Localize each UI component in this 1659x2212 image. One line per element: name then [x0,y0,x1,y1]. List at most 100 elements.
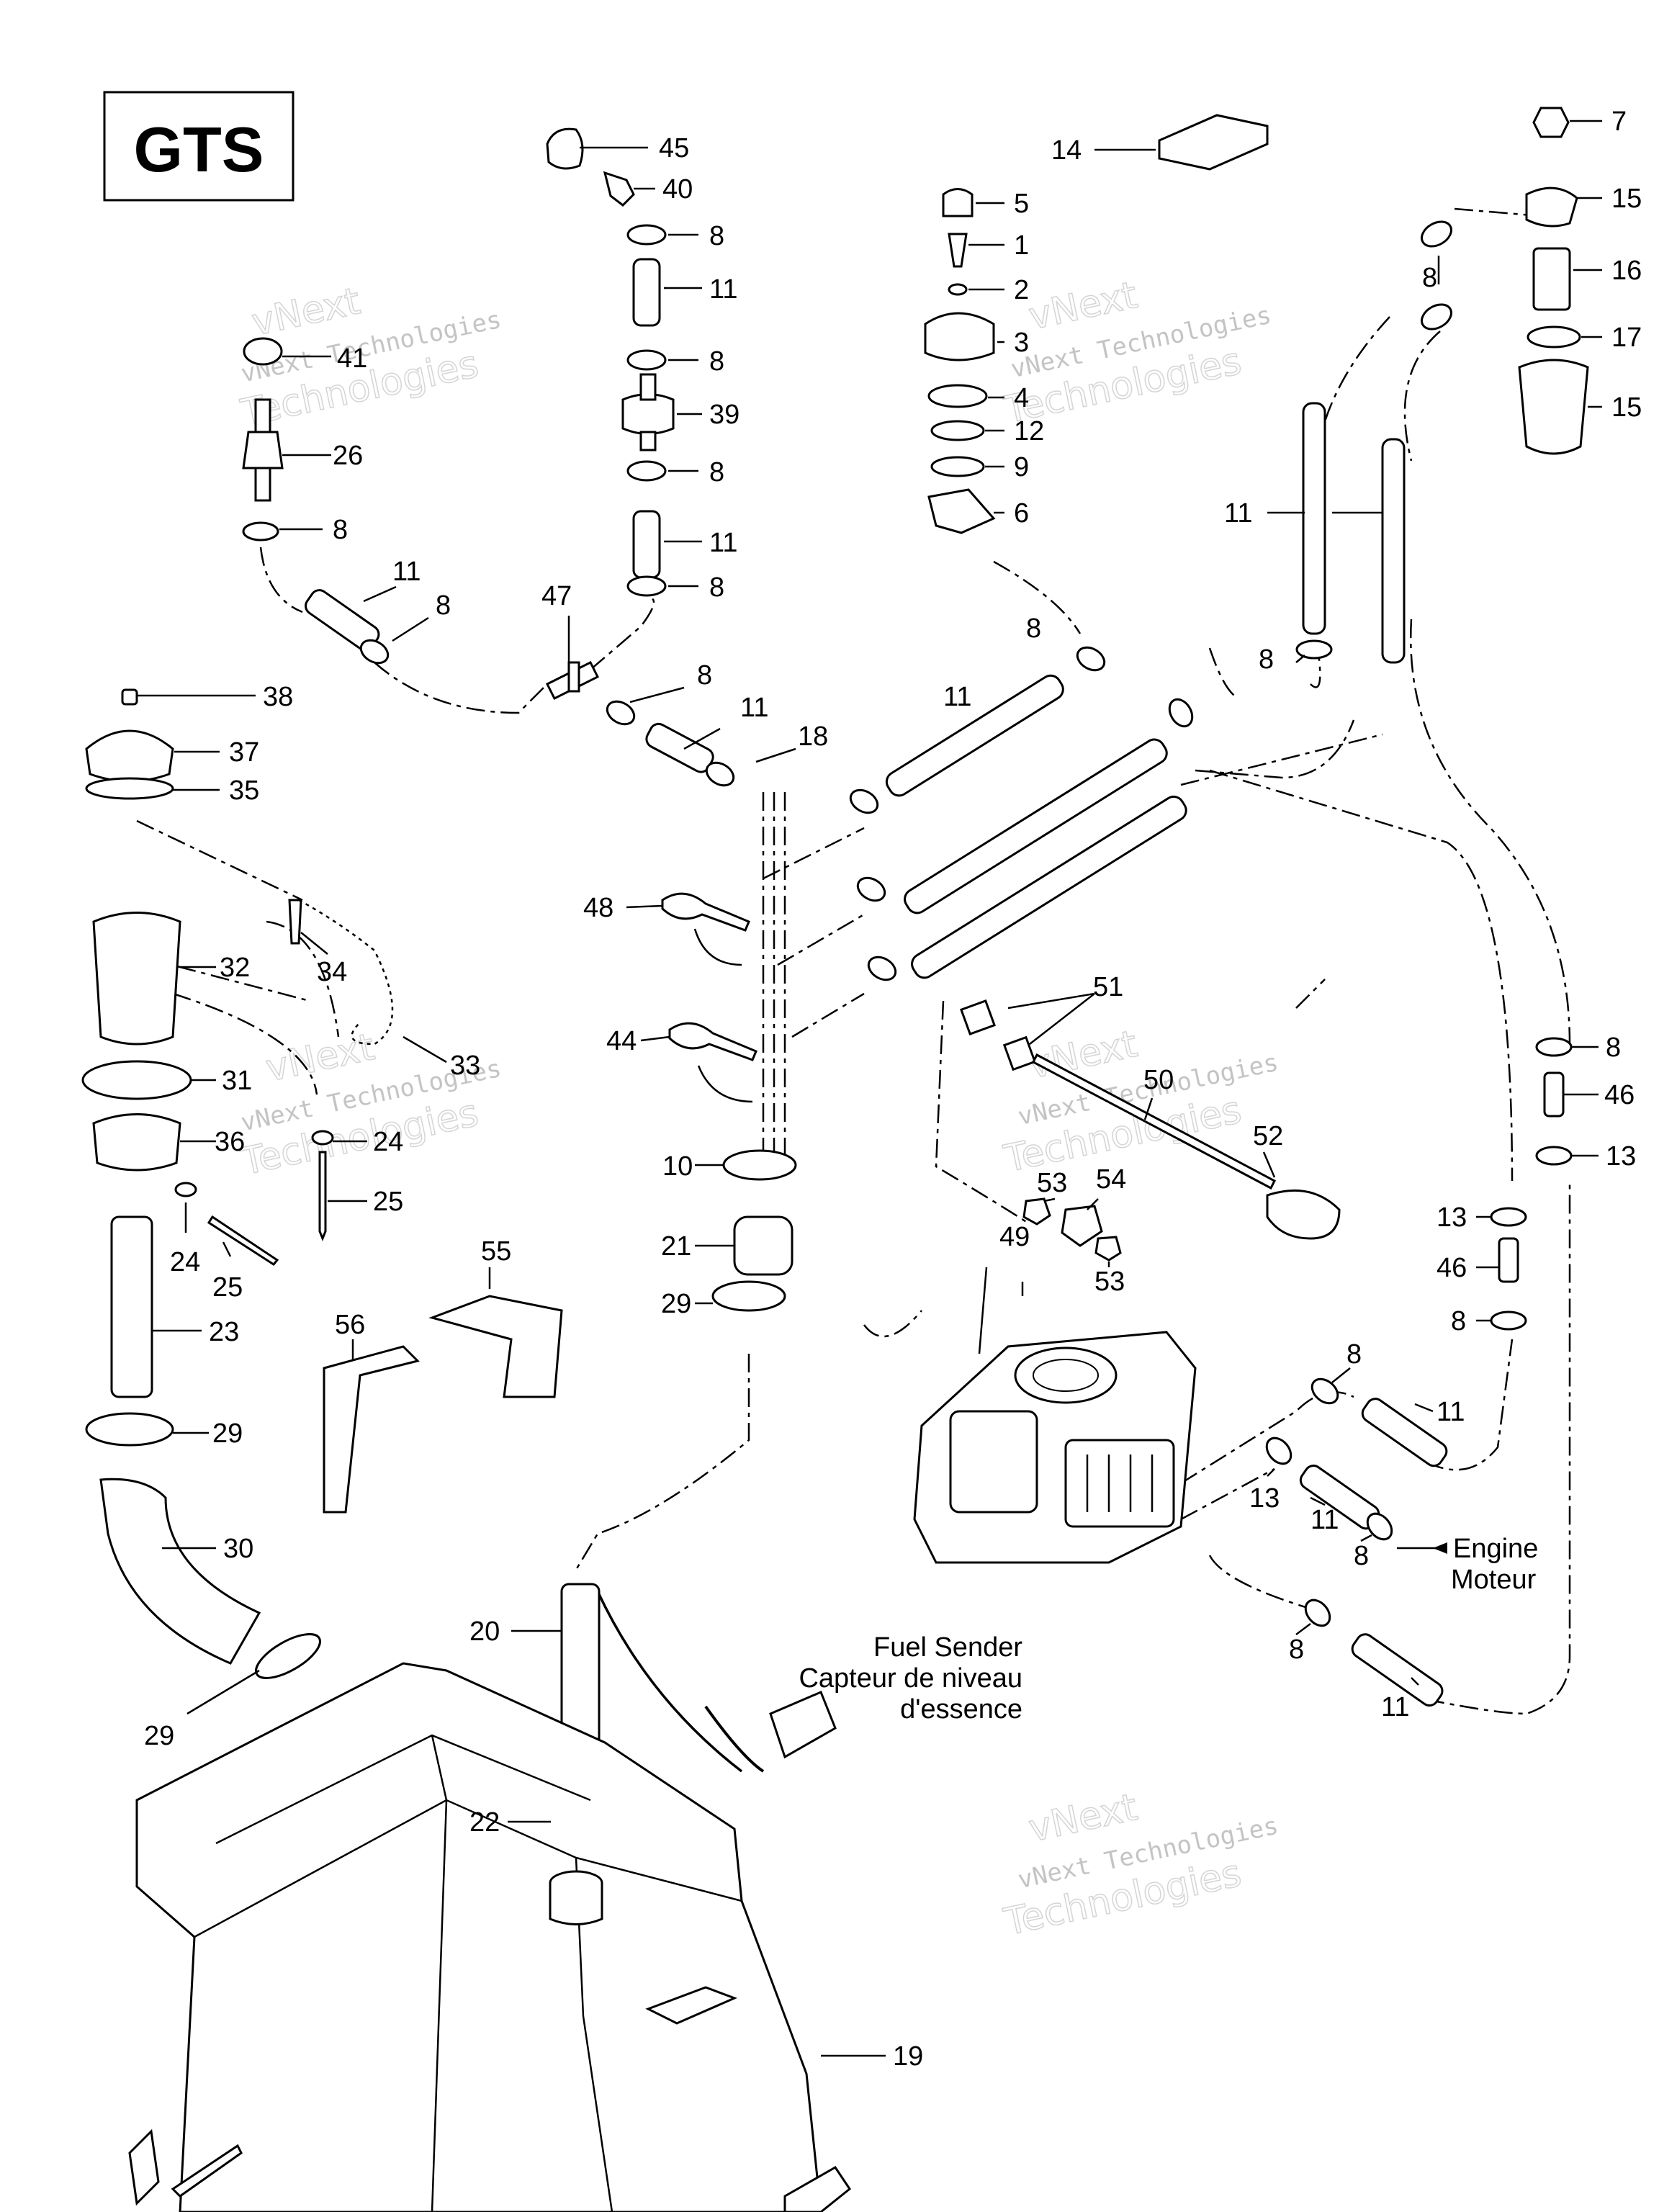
nut-4 [927,384,988,408]
clamp-8 [1310,1377,1339,1405]
callout: 35 [229,775,259,806]
washer-12 [930,420,985,441]
callout: 51 [1093,972,1123,1002]
hose-11-carb-c [1351,1633,1444,1707]
clip-51 [960,999,996,1035]
clamps [242,220,1573,1627]
rivet-25 [318,1151,327,1242]
bottom-fragments [128,2128,852,2212]
callout: 8 [436,590,451,621]
callout: 8 [1451,1306,1466,1336]
hose-23 [110,1215,153,1398]
cap-5 [942,188,974,217]
callout: 23 [209,1317,239,1347]
callout: 8 [709,346,724,377]
hose-11-short [645,722,714,773]
callout: 13 [1606,1141,1636,1172]
valve-26-stem [254,398,271,433]
callout: 6 [1014,498,1029,529]
clamp-18 [849,788,879,814]
callout: 11 [709,528,737,558]
carburetor [913,1331,1197,1564]
hose-11-diag-b [904,738,1168,914]
callout: 49 [999,1222,1030,1252]
clamp-8 [1304,1599,1331,1627]
hoses [305,258,1448,1707]
callout: 34 [317,957,347,987]
callout: 12 [1014,416,1044,446]
callout: 31 [222,1066,252,1096]
callout: 24 [170,1247,200,1277]
svg-text:Moteur: Moteur [1451,1565,1537,1595]
hose-11-top [632,258,661,327]
svg-text:vNext: vNext [262,1025,378,1090]
callout: 11 [709,274,737,305]
clamp-8 [626,349,667,371]
elbow-40 [603,171,635,207]
svg-text:vNext: vNext [248,279,364,344]
filter-bowl-15 [1518,359,1589,455]
callout: 11 [1310,1505,1339,1535]
nut-53 [1022,1197,1051,1226]
fitting-46 [1543,1071,1565,1118]
callout: 25 [373,1187,403,1217]
callout: 8 [333,515,348,545]
filter-head-15 [1525,186,1578,228]
hose-11-mid [632,510,661,579]
sleeve-21 [733,1215,793,1276]
callout: 29 [212,1419,243,1449]
clamp-8 [242,521,279,541]
fuel-tank-19 [135,1662,822,2212]
callout: 53 [1094,1267,1125,1297]
callout: 2 [1014,275,1029,305]
gasket-31 [81,1060,192,1100]
callout: 11 [943,682,971,712]
callout: 22 [469,1807,500,1838]
diagram-title-box: GTS [103,91,295,202]
valve-26 [242,431,284,469]
cap-41 [243,337,283,366]
callout: 10 [662,1151,693,1182]
callout: 38 [263,682,293,712]
diagram-title: GTS [134,114,264,185]
clamp-8 [1421,220,1452,248]
callout: 33 [450,1051,480,1081]
callout: 8 [709,457,724,487]
callout-labels: 45 40 8 11 8 39 8 11 8 41 26 8 11 8 47 8… [144,107,1642,2072]
callout: 8 [1289,1635,1304,1665]
svg-text:Fuel Sender: Fuel Sender [873,1632,1022,1663]
clamp-8 [1295,639,1333,660]
nut-53b [1094,1236,1122,1262]
gasket-35 [85,777,174,800]
callout: 8 [1422,263,1437,293]
washer-24b [174,1182,197,1197]
rivet-25b [207,1215,279,1266]
clamp-8 [626,575,667,597]
callout: 19 [893,2041,923,2072]
clamp-8 [626,224,667,246]
callout: 18 [798,721,828,752]
callout: 39 [709,400,739,430]
clamp-8 [606,700,636,726]
tee-47-branch [567,661,580,693]
callout: 11 [1224,498,1252,529]
callout: 3 [1014,328,1029,358]
nut-36 [92,1113,181,1172]
clamp-13 [1490,1207,1527,1227]
sender-connector [769,1691,837,1759]
callout: 11 [392,557,421,587]
svg-text:Engine: Engine [1453,1534,1538,1564]
clamp-18 [856,876,886,902]
hose-11-diag-c [911,795,1187,979]
callout: 46 [1437,1253,1467,1283]
engine-annotation: Engine Moteur [1451,1534,1538,1595]
callout: 8 [1026,613,1041,644]
svg-text:vNext: vNext [1025,274,1141,338]
clamp-29-b [711,1280,786,1312]
cable-50 [1032,1053,1276,1190]
callout: 54 [1096,1164,1126,1195]
callout: 30 [223,1534,253,1564]
clamp-18 [705,761,735,787]
callout: 24 [373,1127,403,1157]
callout: 37 [229,737,259,768]
